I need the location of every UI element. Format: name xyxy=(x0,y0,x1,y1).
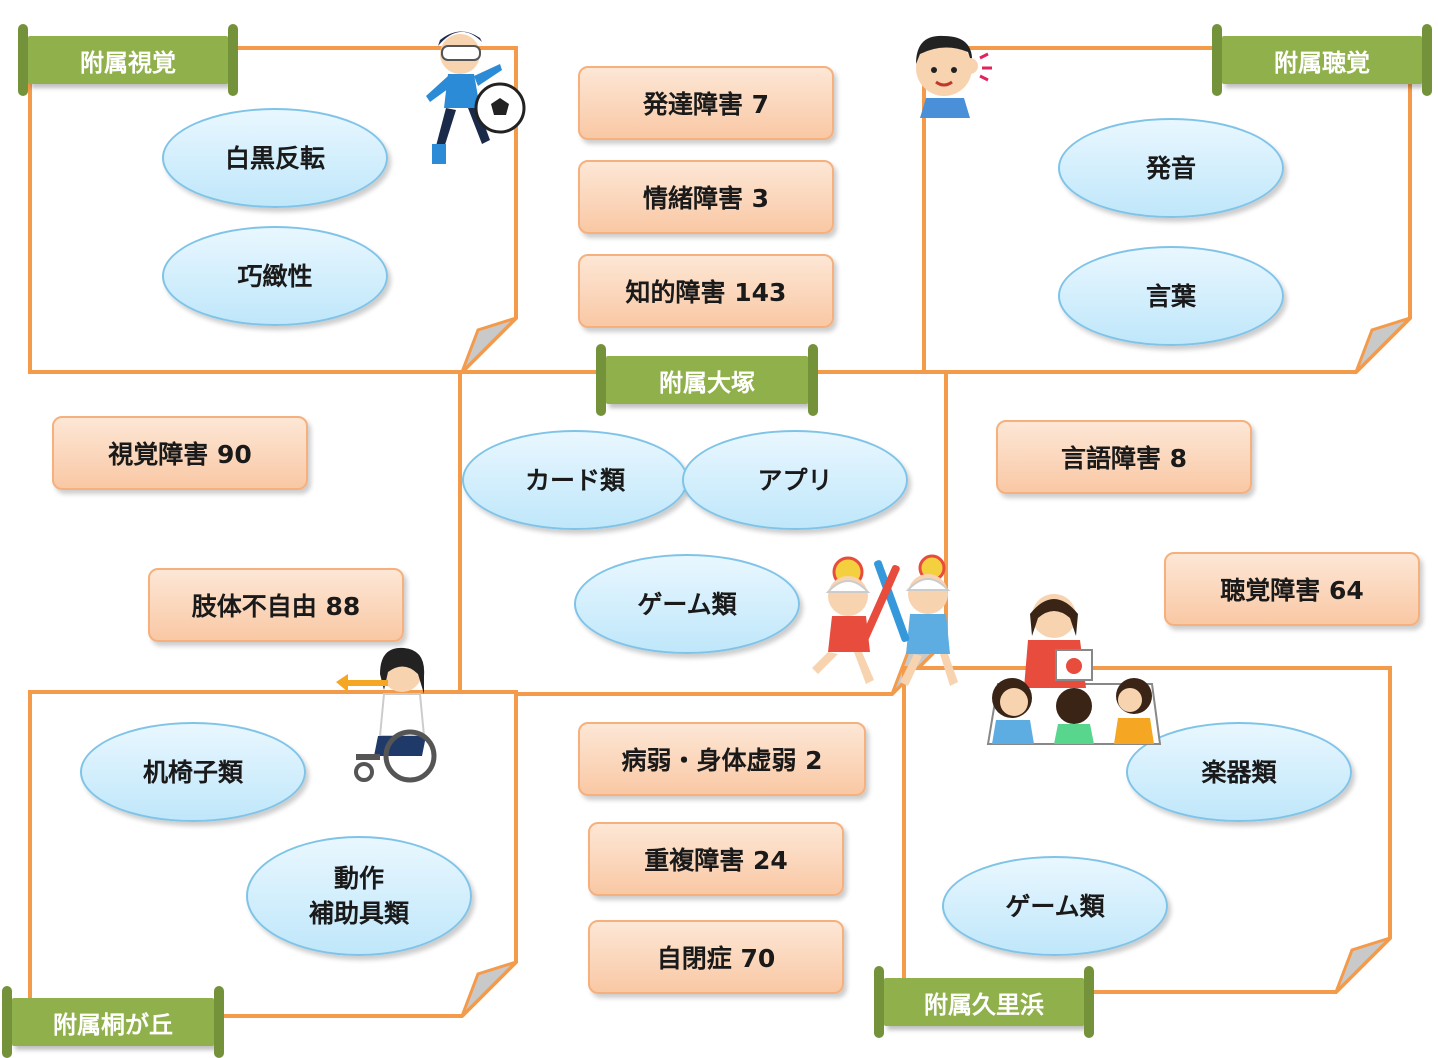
ellipse-otsuka-games: ゲーム類 xyxy=(574,554,800,654)
ellipse-otsuka-cards: カード類 xyxy=(462,430,688,530)
frame-visual xyxy=(28,46,518,374)
soccer-player-illustration xyxy=(426,31,526,164)
badge-autism: 自閉症 70 xyxy=(588,920,844,994)
ellipse-otsuka-apps: アプリ xyxy=(682,430,908,530)
ellipse-hearing-pronunciation: 発音 xyxy=(1058,118,1284,218)
badge-health: 病弱・身体虚弱 2 xyxy=(578,722,866,796)
badge-emotional: 情緒障害 3 xyxy=(578,160,834,234)
ellipse-kurihama-instruments: 楽器類 xyxy=(1126,722,1352,822)
badge-multiple: 重複障害 24 xyxy=(588,822,844,896)
badge-developmental: 発達障害 7 xyxy=(578,66,834,140)
ellipse-hearing-words: 言葉 xyxy=(1058,246,1284,346)
badge-visual: 視覚障害 90 xyxy=(52,416,308,490)
ellipse-kirigaoka-aids-line1: 動作 xyxy=(333,864,384,893)
banner-kirigaoka: 附属桐が丘 xyxy=(2,986,224,1058)
banner-visual: 附属視覚 xyxy=(18,24,238,96)
badge-hearing: 聴覚障害 64 xyxy=(1164,552,1420,626)
kids-playing-illustration xyxy=(812,554,958,686)
banner-kirigaoka-label: 附属桐が丘 xyxy=(53,1010,173,1039)
banner-kurihama: 附属久里浜 xyxy=(874,966,1094,1038)
ellipse-visual-dexterity: 巧緻性 xyxy=(162,226,388,326)
badge-intellectual: 知的障害 143 xyxy=(578,254,834,328)
banner-kurihama-label: 附属久里浜 xyxy=(924,990,1044,1019)
ellipse-kirigaoka-aids-line2: 補助具類 xyxy=(308,899,409,928)
badge-physical: 肢体不自由 88 xyxy=(148,568,404,642)
banner-hearing: 附属聴覚 xyxy=(1212,24,1432,96)
banner-visual-label: 附属視覚 xyxy=(80,48,176,77)
ellipse-kirigaoka-furniture: 机椅子類 xyxy=(80,722,306,822)
ellipse-kirigaoka-aids: 動作 補助具類 xyxy=(246,836,472,956)
banner-otsuka: 附属大塚 xyxy=(596,344,818,416)
ellipse-visual-invert: 白黒反転 xyxy=(162,108,388,208)
listening-child-illustration xyxy=(916,35,992,118)
banner-otsuka-label: 附属大塚 xyxy=(659,368,755,397)
ellipse-kurihama-games: ゲーム類 xyxy=(942,856,1168,956)
badge-language: 言語障害 8 xyxy=(996,420,1252,494)
wheelchair-trumpet-illustration xyxy=(336,647,437,783)
teacher-children-illustration xyxy=(986,594,1162,745)
banner-hearing-label: 附属聴覚 xyxy=(1274,48,1370,77)
